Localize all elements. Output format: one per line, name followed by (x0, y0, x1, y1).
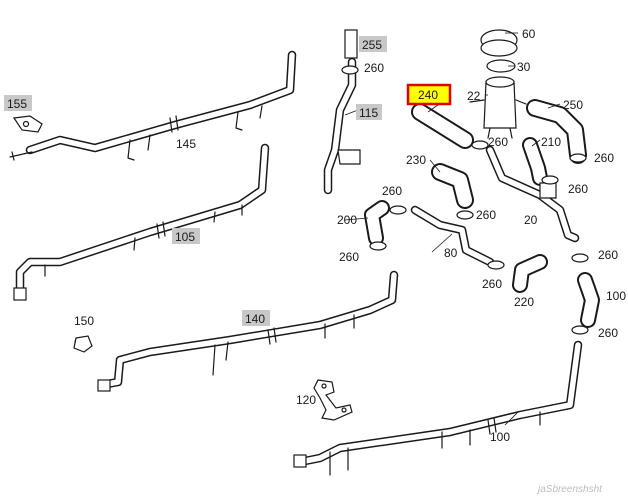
hose-100[interactable] (293, 340, 583, 476)
highlight-box-240 (406, 83, 452, 106)
label-210[interactable]: 210 (541, 135, 561, 149)
fitting-150[interactable] (73, 335, 93, 353)
label-220[interactable]: 220 (514, 295, 534, 309)
label-260-j[interactable]: 260 (364, 61, 384, 75)
label-115[interactable]: 115 (359, 106, 378, 120)
label-260-i[interactable]: 260 (598, 326, 618, 340)
label-260-f[interactable]: 260 (339, 250, 359, 264)
label-22[interactable]: 22 (467, 89, 481, 103)
label-260-e[interactable]: 260 (476, 208, 496, 222)
hose-105[interactable] (13, 143, 270, 301)
hose-right[interactable] (577, 272, 600, 328)
label-120[interactable]: 120 (296, 393, 316, 407)
clamps[interactable] (74, 65, 589, 347)
hose-145[interactable] (25, 50, 297, 161)
label-230[interactable]: 230 (406, 153, 426, 167)
label-140[interactable]: 140 (245, 312, 265, 326)
bracket-155[interactable] (9, 115, 43, 161)
label-80[interactable]: 80 (444, 246, 458, 260)
label-255[interactable]: 255 (362, 38, 382, 52)
label-20[interactable]: 20 (524, 213, 538, 227)
expansion-tank-22[interactable] (469, 29, 527, 139)
hose-140[interactable] (97, 270, 399, 392)
label-260-g[interactable]: 260 (598, 248, 618, 262)
label-150[interactable]: 150 (74, 314, 94, 328)
label-105[interactable]: 105 (175, 230, 195, 244)
label-30[interactable]: 30 (517, 60, 531, 74)
pipe-80[interactable] (410, 205, 495, 267)
label-260-d[interactable]: 260 (568, 182, 588, 196)
hose-240[interactable] (411, 103, 474, 149)
pipe-20[interactable] (485, 145, 580, 243)
label-145[interactable]: 145 (176, 137, 196, 151)
label-260-h[interactable]: 260 (482, 277, 502, 291)
label-155[interactable]: 155 (7, 97, 27, 111)
watermark: jaSbreenshsht (536, 484, 603, 495)
bracket-120[interactable] (313, 379, 353, 421)
hose-230[interactable] (431, 163, 474, 209)
hose-200[interactable] (364, 200, 390, 246)
label-240[interactable]: 240 (418, 88, 438, 102)
hose-210[interactable] (522, 137, 548, 186)
part-labels: 60 30 22 240 250 210 260 260 230 260 260… (4, 27, 626, 444)
label-60[interactable]: 60 (522, 27, 536, 41)
label-260-c[interactable]: 260 (382, 184, 402, 198)
pipe-115[interactable] (323, 29, 361, 195)
label-200[interactable]: 200 (337, 213, 357, 227)
hose-250[interactable] (526, 99, 587, 164)
label-100-bottom[interactable]: 100 (490, 430, 510, 444)
label-260-a[interactable]: 260 (488, 135, 508, 149)
label-260-b[interactable]: 260 (594, 151, 614, 165)
hose-220[interactable] (512, 254, 548, 293)
label-250[interactable]: 250 (563, 98, 583, 112)
label-100-right[interactable]: 100 (606, 289, 626, 303)
